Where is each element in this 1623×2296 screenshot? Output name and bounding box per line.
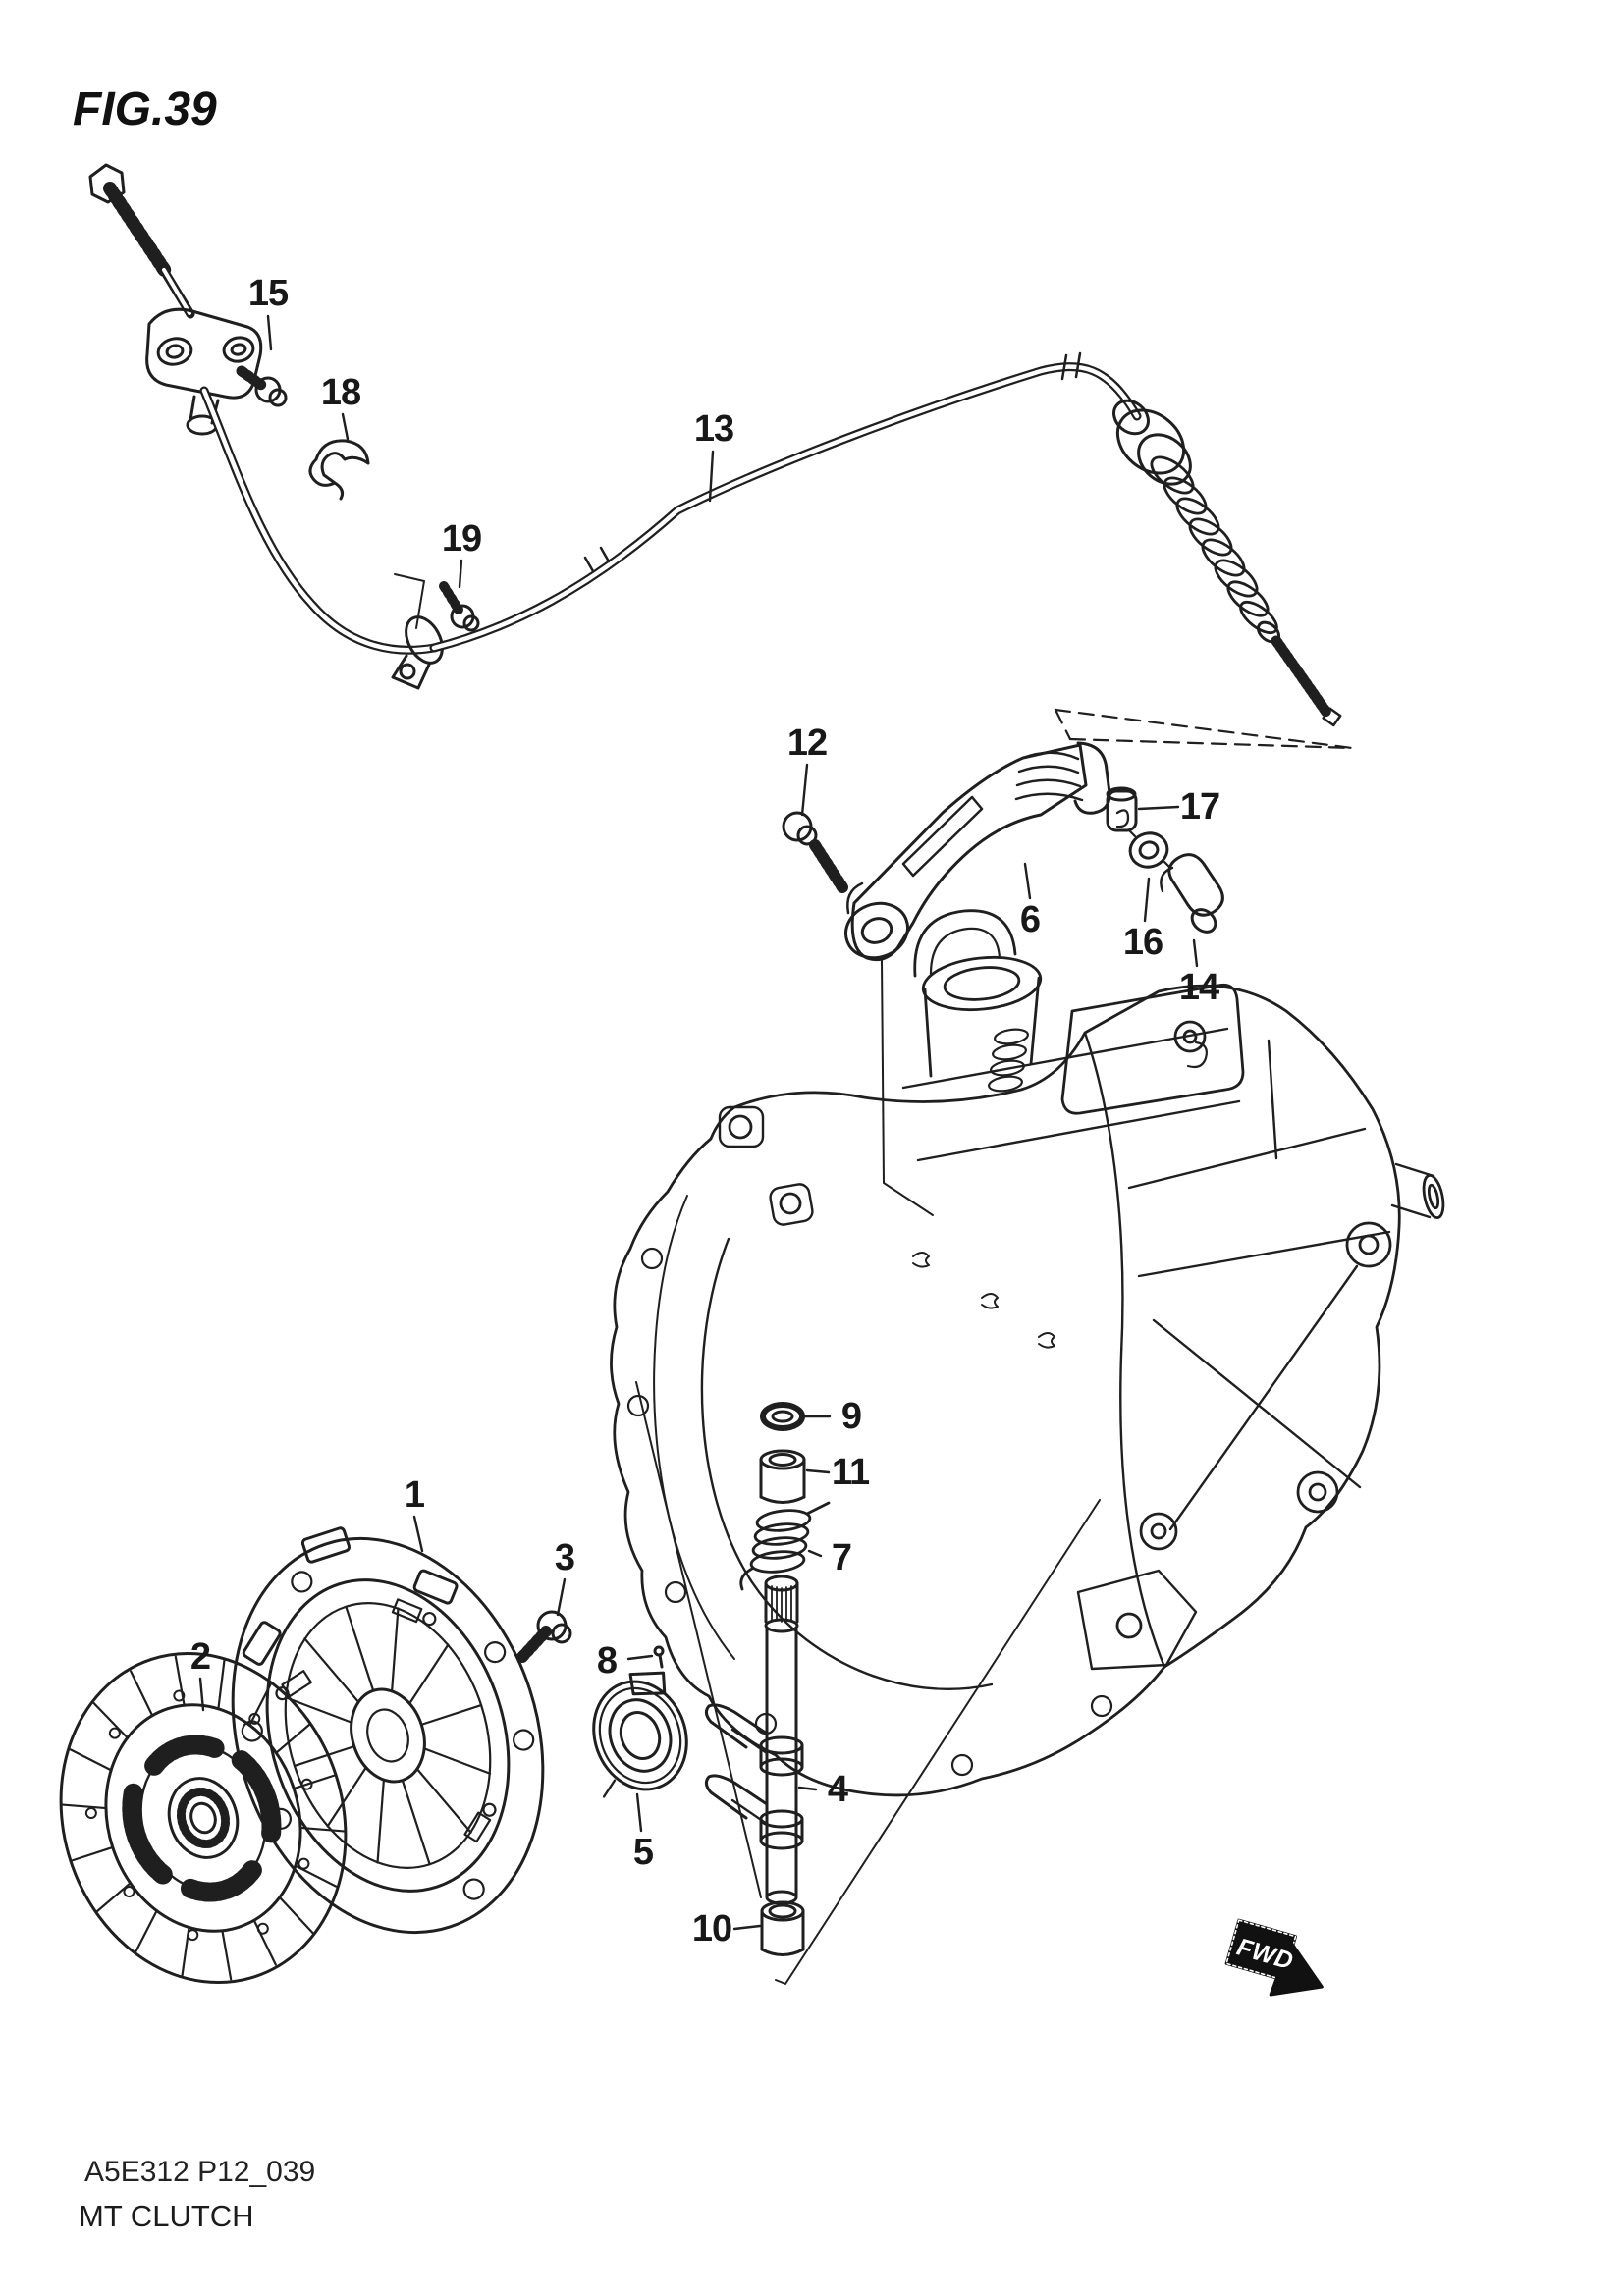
callout-8: 8 (596, 1640, 618, 1682)
figure-caption: MT CLUTCH (79, 2199, 254, 2233)
pin-8 (653, 1645, 665, 1669)
spring-7 (739, 1501, 831, 1591)
damper-16 (1127, 828, 1172, 870)
release-bearing-5 (592, 1671, 688, 1798)
callout-10: 10 (691, 1908, 732, 1949)
callout-1: 1 (404, 1474, 425, 1516)
callout-12: 12 (786, 722, 828, 764)
callout-19: 19 (441, 518, 482, 560)
pin-17 (1106, 786, 1138, 832)
bolt-3 (516, 1610, 572, 1663)
cable-spring (1150, 455, 1278, 635)
shift-tower (901, 909, 1245, 1162)
release-shaft-4 (704, 1575, 804, 1905)
clutch-disc (59, 1651, 348, 1985)
callout-13: 13 (693, 408, 734, 450)
transmission-case (610, 909, 1445, 1797)
release-arm (844, 741, 1111, 962)
bolt-12 (782, 811, 848, 893)
bolt-19 (439, 581, 480, 632)
leader-lines (198, 314, 1199, 1931)
callout-15: 15 (247, 273, 289, 314)
callout-6: 6 (1019, 899, 1041, 940)
callout-17: 17 (1179, 786, 1220, 828)
callout-5: 5 (632, 1832, 654, 1873)
callout-3: 3 (554, 1537, 575, 1578)
callout-14: 14 (1178, 967, 1219, 1008)
callout-18: 18 (320, 372, 361, 413)
release-shaft-column (635, 1381, 1101, 1985)
clip-18 (308, 439, 370, 501)
callout-2: 2 (189, 1636, 211, 1678)
cable-end-14 (1160, 853, 1224, 934)
callout-7: 7 (831, 1537, 852, 1578)
callout-9: 9 (840, 1396, 862, 1437)
cable-clamp (391, 573, 444, 690)
callout-16: 16 (1122, 922, 1163, 963)
figure-title: FIG.39 (73, 83, 217, 135)
bushing-10 (760, 1900, 805, 1956)
callout-11: 11 (831, 1452, 870, 1493)
callout-4: 4 (827, 1769, 848, 1810)
release-arm-assembly (782, 708, 1354, 1216)
seal-9 (760, 1402, 805, 1431)
clutch-cable (88, 163, 1342, 727)
bushing-11 (759, 1449, 806, 1504)
fwd-direction-badge: FWD (1224, 1918, 1324, 1997)
clutch-cover (231, 1526, 545, 1935)
bolt-15 (236, 365, 288, 407)
part-code: A5E312 P12_039 (84, 2156, 316, 2188)
